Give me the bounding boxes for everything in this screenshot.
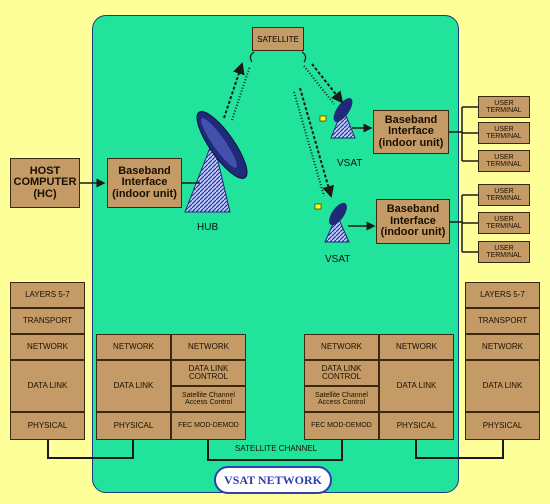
host-protocol-stack: LAYERS 5-7 TRANSPORT NETWORK DATA LINK P… [10,282,85,440]
hub-baseband-line3: (indoor unit) [112,187,177,200]
hub-stack-left-physical: PHYSICAL [96,412,171,440]
vsat2-baseband-interface: Baseband Interface (indoor unit) [376,199,450,244]
user-terminal-2: USER TERMINAL [478,122,530,144]
user-terminal-2-line2: TERMINAL [486,133,522,140]
user-terminal-4-line2: TERMINAL [486,195,522,202]
host-stack-physical: PHYSICAL [10,412,85,440]
vsat1-label: VSAT [337,158,363,169]
user-terminal-2-line1: USER [494,125,514,133]
vsat1-baseband-line1: Baseband [384,113,438,126]
vsat2-baseband-line2: Interface [390,214,436,227]
host-computer-line1: HOST [29,164,61,177]
host-computer-line3: (HC) [33,187,57,200]
host-stack-layers-5-7: LAYERS 5-7 [10,282,85,308]
host-computer-line2: COMPUTER [13,176,77,189]
user-terminal-6-line1: USER [494,244,514,252]
satellite-box: SATELLITE [252,27,304,51]
vsat-stack-left-fec: FEC MOD-DEMOD [304,412,379,440]
hub-baseband-interface: Baseband Interface (indoor unit) [107,158,182,208]
terminal-stack-transport: TRANSPORT [465,308,540,334]
satellite-link-arrows [223,62,344,198]
vsat-protocol-stack: NETWORK DATA LINK CONTROL Satellite Chan… [304,334,454,440]
protocol-wiring [47,440,504,461]
terminal-protocol-stack: LAYERS 5-7 TRANSPORT NETWORK DATA LINK P… [465,282,540,440]
vsat1-baseband-line2: Interface [388,125,434,138]
user-terminal-5-line1: USER [494,215,514,223]
hub-stack-right-satellite-access: Satellite Channel Access Control [171,386,246,412]
user-terminal-5: USER TERMINAL [478,212,530,234]
hub-stack-right-network: NETWORK [171,334,246,360]
terminal-stack-network: NETWORK [465,334,540,360]
hub-stack-right-data-link-control: DATA LINK CONTROL [171,360,246,386]
user-terminal-3: USER TERMINAL [478,150,530,172]
host-stack-network: NETWORK [10,334,85,360]
vsat-stack-right-data-link: DATA LINK [379,360,454,412]
user-terminal-4-line1: USER [494,187,514,195]
user-terminal-3-line2: TERMINAL [486,161,522,168]
vsat-network-title-text: VSAT NETWORK [224,472,322,487]
hub-baseband-line1: Baseband [118,164,171,177]
host-stack-transport: TRANSPORT [10,308,85,334]
vsat2-label: VSAT [325,254,351,265]
user-terminal-5-line2: TERMINAL [486,223,522,230]
hub-stack-right-fec: FEC MOD-DEMOD [171,412,246,440]
vsat-stack-left-data-link-control: DATA LINK CONTROL [304,360,379,386]
hub-stack-left-network: NETWORK [96,334,171,360]
vsat-network-title: VSAT NETWORK [214,466,332,494]
hub-baseband-line2: Interface [121,176,168,189]
vsat-stack-right-network: NETWORK [379,334,454,360]
vsat2-dish-icon [314,202,350,243]
host-stack-data-link: DATA LINK [10,360,85,412]
vsat1-dish-icon [319,98,356,139]
satellite-label: SATELLITE [257,34,299,44]
host-computer-box: HOST COMPUTER (HC) [10,158,80,208]
user-terminal-6-line2: TERMINAL [486,252,522,259]
user-terminal-1-line1: USER [494,99,514,107]
hub-label: HUB [197,222,219,233]
hub-stack-left-data-link: DATA LINK [96,360,171,412]
vsat2-baseband-line1: Baseband [386,203,440,216]
vsat-stack-left-satellite-access: Satellite Channel Access Control [304,386,379,412]
vsat-stack-left-network: NETWORK [304,334,379,360]
hub-dish-icon [184,111,248,213]
user-terminal-6: USER TERMINAL [478,241,530,263]
terminal-stack-physical: PHYSICAL [465,412,540,440]
terminal-stack-data-link: DATA LINK [465,360,540,412]
vsat2-baseband-line3: (indoor unit) [380,226,446,239]
user-terminal-4: USER TERMINAL [478,184,530,206]
satellite-antenna-icon [249,51,307,63]
user-terminal-1: USER TERMINAL [478,96,530,118]
vsat1-baseband-interface: Baseband Interface (indoor unit) [373,110,449,154]
terminal-stack-layers-5-7: LAYERS 5-7 [465,282,540,308]
satellite-channel-label: SATELLITE CHANNEL [234,444,318,453]
vsat1-baseband-line3: (indoor unit) [378,136,444,149]
hub-protocol-stack: NETWORK DATA LINK PHYSICAL NETWORK DATA … [96,334,246,440]
user-terminal-3-line1: USER [494,153,514,161]
user-terminal-1-line2: TERMINAL [486,107,522,114]
ground-connections [80,106,478,253]
vsat-stack-right-physical: PHYSICAL [379,412,454,440]
